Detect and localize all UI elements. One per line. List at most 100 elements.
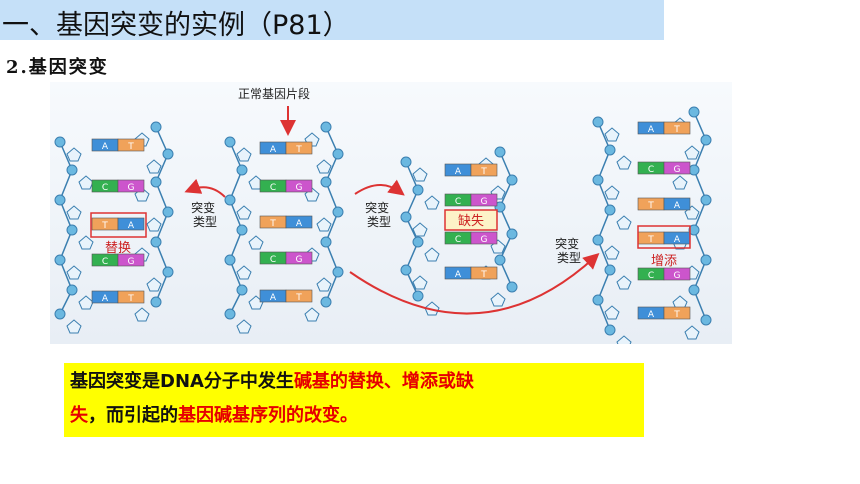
strand4-right-phosphate [688, 224, 700, 236]
insertion-box [637, 225, 691, 249]
section-subtitle: 2.基因突变 [6, 57, 109, 78]
strand4-left-phosphate [604, 204, 616, 216]
strand1-right-sugar [146, 277, 162, 292]
strand1-pair-base-label-A: A [102, 294, 109, 304]
strand2-right-sugar [304, 307, 320, 322]
strand3-pair-base-G [470, 231, 498, 245]
strand4-pair-base-label-A: A [674, 235, 681, 245]
strand1-right-sugar [146, 217, 162, 232]
strand3-pair-base-label-G: G [481, 197, 488, 207]
strand2-left-sugar [236, 319, 252, 334]
strand2-pair-base-label-A: A [270, 145, 277, 155]
strand1-pair-base-label-G: G [128, 183, 135, 193]
strand4-pair-base-label-T: T [647, 201, 654, 211]
strand1-left-sugar [66, 319, 82, 334]
summary-text-3a: 失 [70, 405, 88, 426]
strand2-left-phosphate [236, 224, 248, 236]
title-bar: 一、基因突变的实例（P81） [0, 0, 664, 41]
strand2-left-phosphate [236, 164, 248, 176]
strand4-pair-base-label-A: A [674, 201, 681, 211]
summary-text-4: 基因碱基序列的改变。 [178, 405, 358, 426]
strand4-left-phosphate [604, 144, 616, 156]
normal-gene-label: 正常基因片段 [238, 86, 310, 101]
arrow-to-insertion [349, 252, 600, 315]
strand4-right-phosphate [700, 254, 712, 266]
strand2-pair-base-G [285, 179, 313, 193]
summary-text-3: 失，而引起的 [70, 405, 178, 426]
strand2-right-sugar [316, 217, 332, 232]
mutation-type-line1: 突变 [365, 200, 389, 215]
strand2-pair-base-T [285, 289, 313, 303]
strand1-left-phosphate [54, 254, 66, 266]
substitution-label: 替换 [105, 241, 131, 256]
strand4-pair-base-G [663, 267, 691, 281]
strand1-left-sugar [78, 235, 94, 250]
strand1-pair-base-label-T: T [127, 294, 134, 304]
strand2-right-phosphate [332, 148, 344, 160]
strand4-right-phosphate [700, 314, 712, 326]
mutation-type-line2: 类型 [367, 215, 391, 229]
strand2-left-phosphate [224, 136, 236, 148]
insertion-label: 增添 [651, 254, 677, 269]
strand2-pair-base-label-T: T [295, 293, 302, 303]
strand2-right-phosphate [320, 236, 332, 248]
strand4-left-sugar [604, 127, 620, 142]
strand2-pair-base-label-G: G [296, 183, 303, 193]
strand2-right-sugar [316, 277, 332, 292]
strand4-left-sugar [616, 335, 632, 344]
strand4-pair-base-label-T: T [673, 310, 680, 320]
strand1-left-sugar [66, 205, 82, 220]
mutation-type-line2: 类型 [193, 215, 217, 229]
strand3-right-phosphate [506, 228, 518, 240]
strand2-pair-base-T [285, 141, 313, 155]
strand2-left-sugar [248, 295, 264, 310]
strand4-pair-base-label-G: G [674, 271, 681, 281]
strand3-pair-base-T [470, 163, 498, 177]
strand1-right-phosphate [150, 121, 162, 133]
deletion-label: 缺失 [458, 214, 484, 229]
strand4-pair-base-label-A: A [648, 125, 655, 135]
arrow-to-substitution [184, 178, 226, 198]
strand2-pair-base-label-A: A [296, 219, 303, 229]
strand3-pair-base-label-A: A [455, 270, 462, 280]
strand4-left-sugar [604, 185, 620, 200]
mutation-type-line2: 类型 [557, 251, 581, 265]
slide-title: 一、基因突变的实例（P81） [2, 10, 350, 41]
strand2-left-phosphate [224, 308, 236, 320]
strand3-left-phosphate [400, 156, 412, 168]
strand3-left-sugar [424, 195, 440, 210]
arrow-to-deletion [354, 179, 405, 196]
strand4-right-phosphate [688, 106, 700, 118]
strand3-left-sugar [424, 247, 440, 262]
strand4-pair-base-label-T: T [673, 125, 680, 135]
strand3-left-phosphate [412, 290, 424, 302]
strand2-pair-base-A [285, 215, 313, 229]
strand2-left-phosphate [224, 194, 236, 206]
strand4-left-phosphate [604, 324, 616, 336]
mutation-type-line1: 突变 [191, 200, 215, 215]
strand2-right-phosphate [320, 176, 332, 188]
strand2-pair-base-label-G: G [296, 255, 303, 265]
strand4-left-sugar [616, 215, 632, 230]
strand4-pair-base-label-T: T [647, 235, 654, 245]
strand1-left-phosphate [66, 164, 78, 176]
strand1-pair-base-label-T: T [101, 221, 108, 231]
strand2-right-sugar [316, 159, 332, 174]
strand1-left-sugar [78, 295, 94, 310]
strand3-right-sugar [490, 292, 506, 307]
strand2-left-sugar [236, 205, 252, 220]
figure-labels: 正常基因片段 替换 缺失 增添 突变 类型 突变 类型 突变 类型 [90, 86, 691, 315]
strand3-right-phosphate [494, 146, 506, 158]
strand1-pair-base-label-T: T [127, 142, 134, 152]
strand4-right-phosphate [700, 134, 712, 146]
strand2-left-sugar [248, 235, 264, 250]
strand2-pair-base-label-A: A [270, 293, 277, 303]
strand2-pair-base-label-T: T [269, 219, 276, 229]
strand1-right-sugar [134, 307, 150, 322]
strand2-right-phosphate [320, 121, 332, 133]
strand4-right-phosphate [688, 164, 700, 176]
strand2-left-sugar [236, 265, 252, 280]
strand3-pair-base-T [470, 266, 498, 280]
strand2-left-phosphate [236, 284, 248, 296]
strand2-pair-base-label-T: T [295, 145, 302, 155]
